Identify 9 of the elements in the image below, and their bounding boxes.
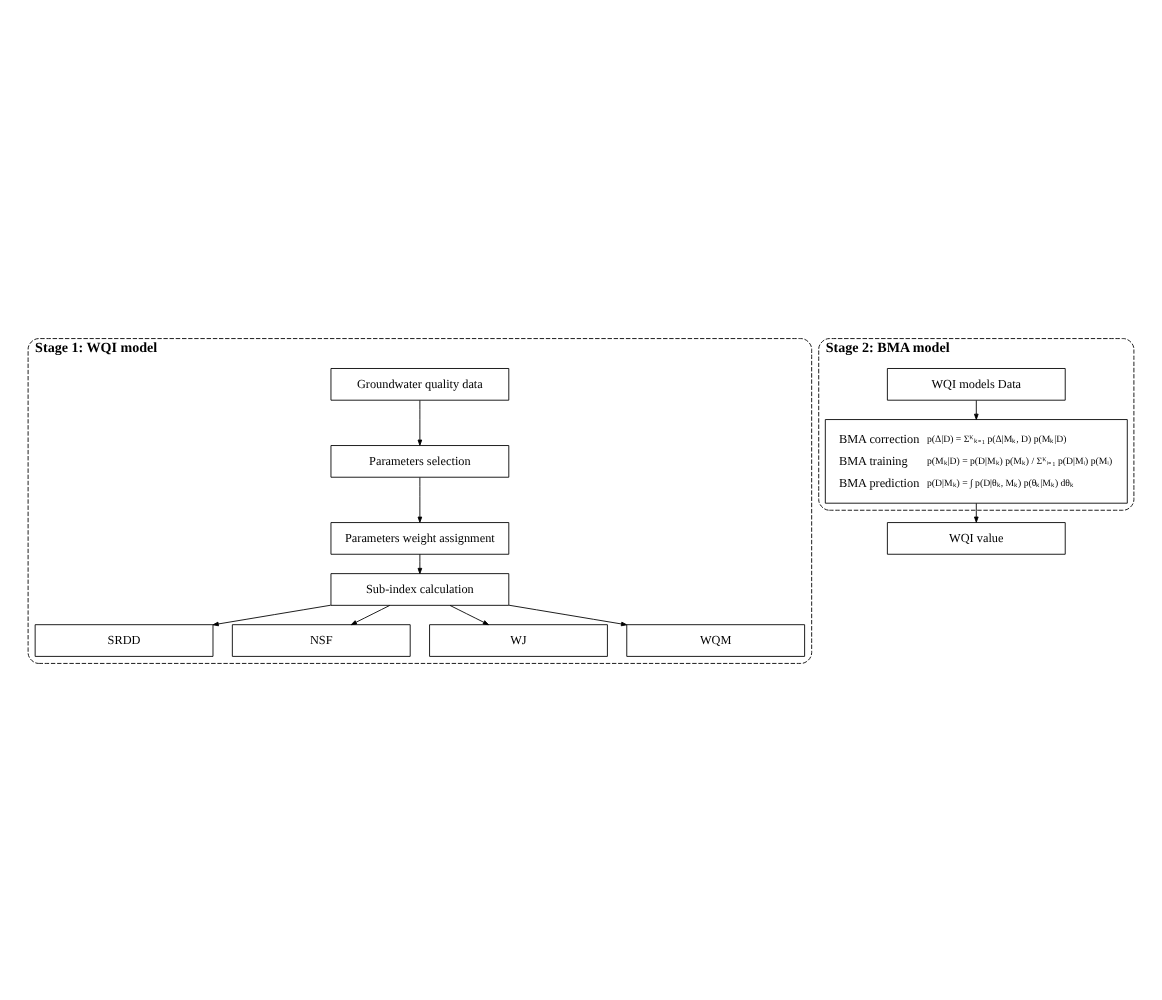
arrow [449,604,489,625]
arrow [508,603,628,626]
arrow [417,552,423,574]
arrow [974,502,979,522]
arrow [212,603,332,626]
arrow [417,399,423,445]
arrow [417,476,423,522]
arrow [974,399,979,419]
arrow [350,604,391,625]
